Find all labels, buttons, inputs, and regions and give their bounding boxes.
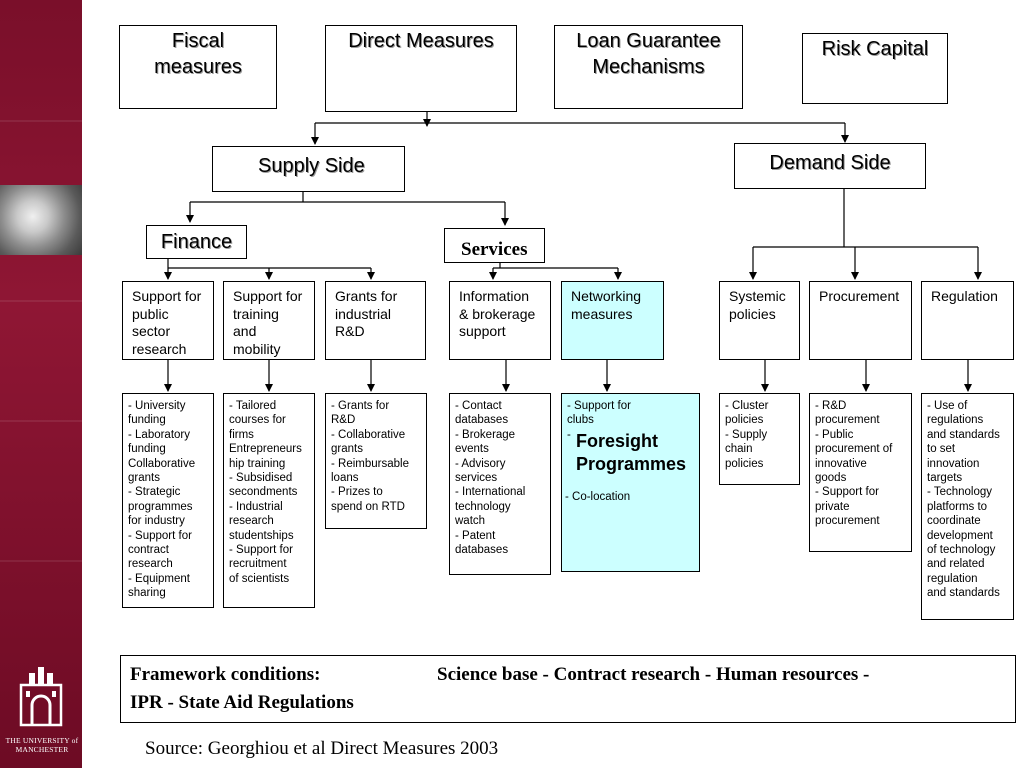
source-citation: Source: Georghiou et al Direct Measures … — [145, 738, 499, 759]
category-systemic: Systemic policies — [719, 281, 800, 360]
loan-guarantee-box: Loan Guarantee Mechanisms — [554, 25, 743, 109]
details-training: - Tailored courses for firms Entrepreneu… — [223, 393, 315, 608]
risk-capital-box: Risk Capital — [802, 33, 948, 104]
decorative-sphere-image — [0, 185, 82, 255]
networking-foresight-text: Foresight Programmes — [576, 431, 687, 474]
networking-dash: - — [567, 429, 571, 441]
details-public-research: - University funding - Laboratory fundin… — [122, 393, 214, 608]
demand-side-box: Demand Side — [734, 143, 926, 189]
framework-items: Science base - Contract research - Human… — [437, 664, 870, 685]
details-information: - Contact databases - Brokerage events -… — [449, 393, 551, 575]
category-information: Information & brokerage support — [449, 281, 551, 360]
category-regulation: Regulation — [921, 281, 1014, 360]
fiscal-measures-box: Fiscal measures — [119, 25, 277, 109]
category-training: Support for training and mobility — [223, 281, 315, 360]
details-procurement: - R&D procurement - Public procurement o… — [809, 393, 912, 552]
supply-side-box: Supply Side — [212, 146, 405, 192]
services-box: Services — [444, 228, 545, 263]
details-systemic: - Cluster policies - Supply chain polici… — [719, 393, 800, 485]
finance-box: Finance — [146, 225, 247, 259]
category-public-research: Support for public sector research — [122, 281, 214, 360]
category-networking: Networking measures — [561, 281, 664, 360]
category-procurement: Procurement — [809, 281, 912, 360]
details-networking: - Support for clubs - Foresight Programm… — [561, 393, 700, 572]
direct-measures-box: Direct Measures — [325, 25, 517, 112]
category-grants: Grants for industrial R&D — [325, 281, 426, 360]
framework-label: Framework conditions: — [130, 664, 321, 685]
university-name: THE UNIVERSITY of MANCHESTER — [5, 736, 79, 754]
details-regulation: - Use of regulations and standards to se… — [921, 393, 1014, 620]
networking-colocation-text: - Co-location — [565, 491, 631, 503]
framework-items-line2: IPR - State Aid Regulations — [130, 692, 354, 713]
framework-conditions-box: Framework conditions: Science base - Cont… — [120, 655, 1016, 723]
networking-clubs-text: - Support for clubs — [567, 400, 631, 427]
sidebar-banner: THE UNIVERSITY of MANCHESTER — [0, 0, 82, 768]
university-crest-icon — [19, 667, 63, 727]
details-grants: - Grants for R&D - Collaborative grants … — [325, 393, 427, 529]
